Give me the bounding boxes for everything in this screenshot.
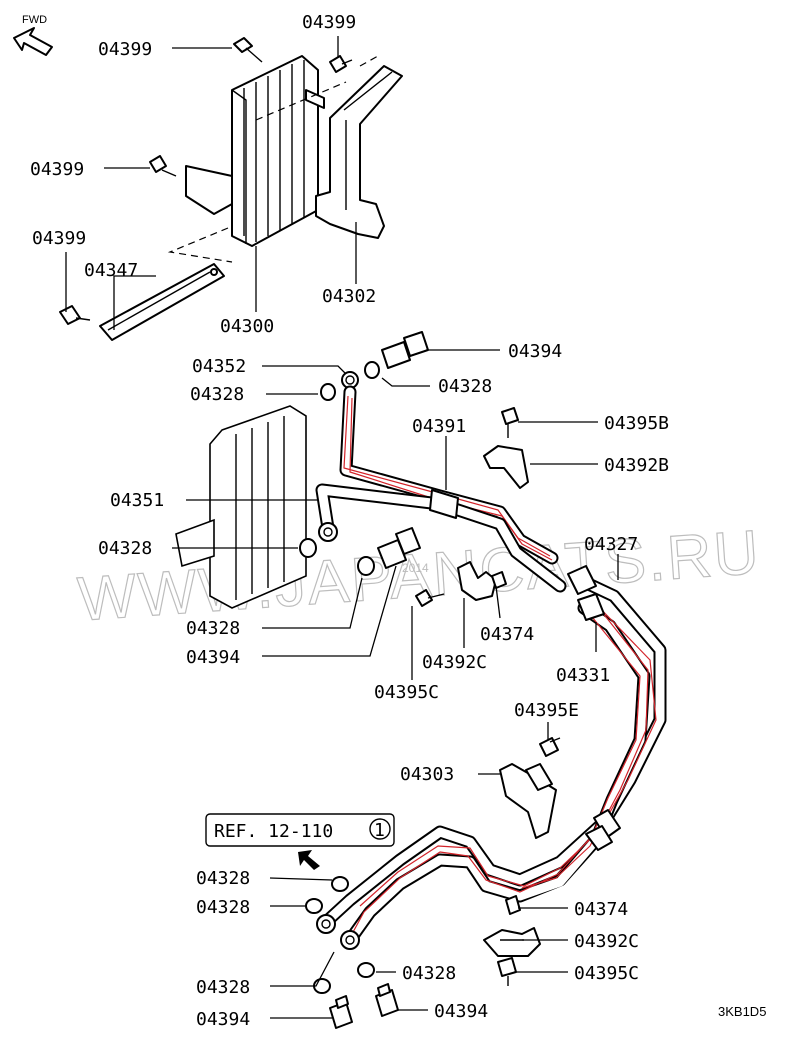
callout-04352: 04352 xyxy=(192,356,246,377)
bracket-04392B xyxy=(483,445,529,489)
callout-04347: 04347 xyxy=(84,260,138,281)
callout-04328: 04328 xyxy=(190,384,244,405)
figure-code: 3KB1D5 xyxy=(718,1004,766,1019)
washer-04328-b xyxy=(364,361,380,379)
washer-04328-f xyxy=(305,898,323,914)
bolt-04399-a xyxy=(233,37,263,63)
bolt-04394-bottom-b xyxy=(375,983,399,1017)
washer-04328-g xyxy=(357,962,375,978)
eye-fitting-bottom-b xyxy=(340,930,360,950)
callout-04399: 04399 xyxy=(32,228,86,249)
cooler-guide-line-2 xyxy=(255,55,379,121)
callout-04303: 04303 xyxy=(400,764,454,785)
callout-04392B: 04392B xyxy=(604,455,669,476)
washer-04328-c xyxy=(299,538,317,558)
bolt-04395C-mid xyxy=(415,589,445,607)
hose-end-fittings-04327 xyxy=(567,565,621,851)
bolt-04399-d xyxy=(59,305,91,325)
clamp-04392C-bottom xyxy=(483,927,541,957)
callout-04394: 04394 xyxy=(434,1001,488,1022)
callout-04351: 04351 xyxy=(110,490,164,511)
callout-04300: 04300 xyxy=(220,316,274,337)
bolt-04399-b xyxy=(329,55,353,73)
ref-label: REF. 12-110 xyxy=(214,821,333,842)
washer-04328-e xyxy=(331,876,349,892)
callout-04374: 04374 xyxy=(574,899,628,920)
leader-lines xyxy=(65,36,619,1019)
callout-04374: 04374 xyxy=(480,624,534,645)
callout-04394: 04394 xyxy=(196,1009,250,1030)
callout-04328: 04328 xyxy=(196,977,250,998)
eye-fitting-04351 xyxy=(318,522,338,542)
callout-04328: 04328 xyxy=(438,376,492,397)
oil-cooler-outline xyxy=(175,405,307,609)
bracket-04303 xyxy=(499,763,557,839)
ref-indicator: REF. 12-110 1 xyxy=(205,813,395,870)
callout-04395C: 04395C xyxy=(574,963,639,984)
eye-bolt-04394-b xyxy=(377,527,421,569)
part-labels: 04399 04399 04399 04399 04347 04300 0430… xyxy=(30,12,669,1030)
callout-04328: 04328 xyxy=(196,897,250,918)
callout-04391: 04391 xyxy=(412,416,466,437)
eye-fitting-bottom-a xyxy=(316,914,336,934)
callout-04399: 04399 xyxy=(98,39,152,60)
eye-bolt-04394-a xyxy=(381,331,429,369)
callout-04392C: 04392C xyxy=(574,931,639,952)
callout-04328: 04328 xyxy=(186,618,240,639)
callout-04394: 04394 xyxy=(186,647,240,668)
callout-04328: 04328 xyxy=(402,963,456,984)
callout-04392C: 04392C xyxy=(422,652,487,673)
callout-04394: 04394 xyxy=(508,341,562,362)
bolt-04399-c xyxy=(149,155,177,177)
ref-arrow-icon xyxy=(298,850,320,870)
callout-04328: 04328 xyxy=(196,868,250,889)
callout-04302: 04302 xyxy=(322,286,376,307)
grommet-04374-mid xyxy=(491,571,507,589)
callout-04399: 04399 xyxy=(30,159,84,180)
callout-04399: 04399 xyxy=(302,12,356,33)
cooler-guide-line xyxy=(167,227,233,263)
bracket-04347 xyxy=(99,263,225,341)
washer-04328-a xyxy=(320,383,336,401)
fwd-indicator: FWD xyxy=(13,14,53,56)
callout-04395C: 04395C xyxy=(374,682,439,703)
clamp-04391 xyxy=(429,489,459,519)
bracket-04302 xyxy=(315,65,403,239)
ref-circle-number: 1 xyxy=(374,820,385,841)
ref-circle-icon xyxy=(369,818,391,840)
callout-04327: 04327 xyxy=(584,534,638,555)
callout-04395B: 04395B xyxy=(604,413,669,434)
oil-cooler-04300 xyxy=(185,55,325,247)
callout-04331: 04331 xyxy=(556,665,610,686)
callout-04395E: 04395E xyxy=(514,700,579,721)
bolt-04394-bottom-a xyxy=(329,995,353,1029)
washer-04328-d xyxy=(357,556,375,576)
ref-box xyxy=(205,813,395,847)
bolt-04395B xyxy=(501,407,519,438)
fwd-label: FWD xyxy=(22,14,47,26)
grommet-04374-bottom xyxy=(505,895,521,915)
bolt-04395C-bottom xyxy=(497,957,517,986)
watermark-year: 2014 xyxy=(402,561,429,575)
fwd-arrow-icon xyxy=(13,27,53,56)
oil-hoses-04327-04331 xyxy=(319,573,667,947)
callout-04328: 04328 xyxy=(98,538,152,559)
oil-lines-04351-04352 xyxy=(315,385,567,593)
bolt-04395E xyxy=(539,737,561,757)
